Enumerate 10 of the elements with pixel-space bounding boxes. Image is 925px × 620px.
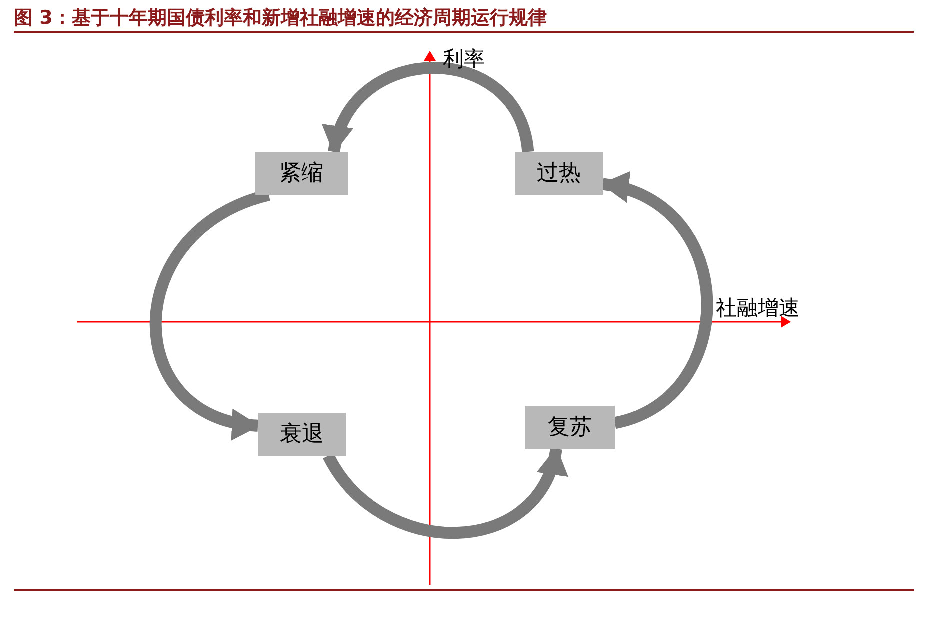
- figure-title: 图 3：基于十年期国债利率和新增社融增速的经济周期运行规律: [14, 6, 547, 31]
- phase-box: 复苏: [525, 406, 615, 449]
- phase-box: 紧缩: [255, 152, 348, 195]
- axis-label: 利率: [443, 46, 485, 73]
- curved-arrow: [601, 174, 714, 429]
- phase-box: 衰退: [258, 413, 346, 456]
- curved-arrow: [325, 62, 534, 154]
- phase-box: 过热: [515, 152, 603, 195]
- axis-label: 社融增速: [716, 295, 800, 322]
- curved-arrow: [323, 447, 566, 539]
